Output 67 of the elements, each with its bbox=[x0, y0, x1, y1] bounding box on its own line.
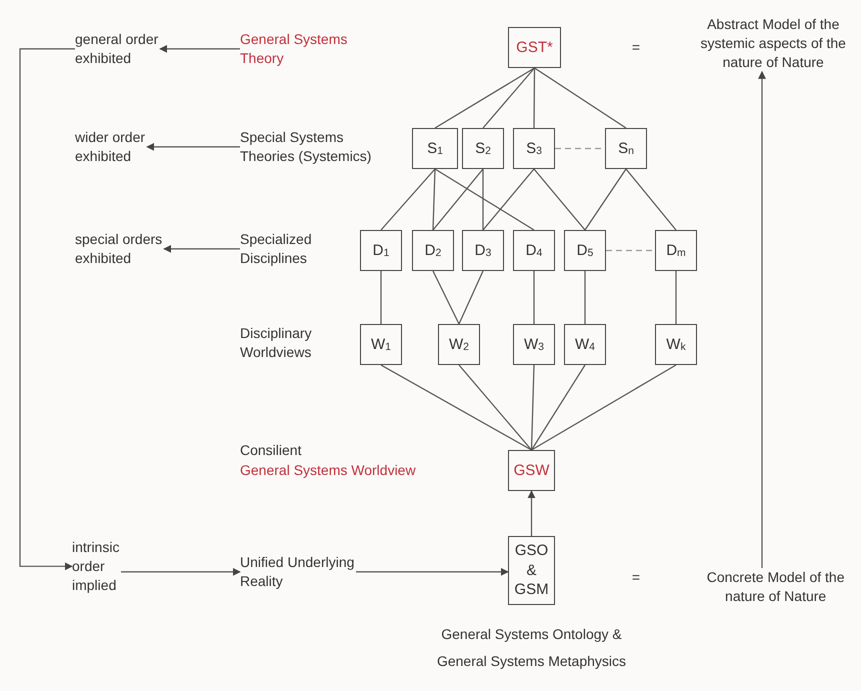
node-box: D$_{3}$ bbox=[462, 230, 504, 271]
arrow bbox=[19, 48, 75, 570]
connector-line bbox=[458, 364, 532, 450]
connector-line bbox=[432, 168, 436, 230]
arrow bbox=[356, 568, 509, 576]
connector-line bbox=[531, 364, 586, 450]
row-label: Disciplinary Worldviews bbox=[240, 324, 313, 362]
node-text: intrinsic order implied bbox=[72, 538, 120, 595]
node-box: W$_{1}$ bbox=[360, 324, 402, 365]
arrow bbox=[163, 244, 240, 253]
node-box: W$_{3}$ bbox=[513, 324, 555, 365]
connector-line bbox=[434, 168, 534, 231]
connector-line bbox=[458, 270, 484, 324]
node-text: Abstract Model of the systemic aspects of the nature of Nature bbox=[700, 15, 847, 72]
connector-line bbox=[534, 68, 626, 128]
node-box: D$_{1}$ bbox=[360, 230, 402, 271]
equals-sign: = bbox=[630, 568, 642, 587]
connector-line bbox=[432, 270, 460, 324]
node-text: General Systems Theory bbox=[240, 30, 348, 68]
node-box: GSO & GSM bbox=[508, 536, 555, 605]
connector-line bbox=[380, 271, 382, 324]
arrow bbox=[121, 568, 241, 576]
connector-line bbox=[533, 68, 536, 128]
connector-line bbox=[534, 168, 586, 230]
connector-line bbox=[380, 364, 532, 451]
connector-line bbox=[482, 169, 484, 230]
connector-line bbox=[584, 168, 626, 230]
node-box: S$_{2}$ bbox=[462, 128, 504, 169]
node-box: S$_{3}$ bbox=[513, 128, 555, 169]
connector-line bbox=[584, 271, 586, 324]
node-text: Specialized Disciplines bbox=[240, 230, 313, 268]
node-text: wider order exhibited bbox=[75, 128, 146, 166]
connector-line bbox=[530, 364, 535, 450]
row-label: General Systems Worldview bbox=[240, 461, 417, 480]
node-box: S$_{n}$ bbox=[605, 128, 647, 169]
node-box: W$_{k}$ bbox=[655, 324, 697, 365]
connector-line bbox=[432, 168, 484, 230]
arrow bbox=[146, 142, 240, 151]
node-box: D$_{4}$ bbox=[513, 230, 555, 271]
node-text: Special Systems Theories (Systemics) bbox=[240, 128, 372, 166]
node-box: W$_{2}$ bbox=[438, 324, 480, 365]
node-text: Unified Underlying Reality bbox=[240, 553, 356, 591]
box-caption: General Systems Ontology & General Systems Metaphysics bbox=[436, 625, 628, 671]
node-box: D$_{5}$ bbox=[564, 230, 606, 271]
node-box: GSW bbox=[508, 450, 555, 491]
equals-sign: = bbox=[630, 38, 642, 57]
connector-line bbox=[434, 67, 535, 129]
connector-line bbox=[675, 271, 677, 324]
connector-line bbox=[531, 364, 676, 451]
connector-line bbox=[533, 271, 535, 324]
node-box: D$_{2}$ bbox=[412, 230, 454, 271]
arrow bbox=[528, 490, 536, 536]
node-box: D$_{m}$ bbox=[655, 230, 697, 271]
node-box: GST* bbox=[508, 27, 561, 68]
connector-line bbox=[626, 168, 676, 230]
node-text: Concrete Model of the nature of Nature bbox=[706, 568, 846, 606]
connector-line bbox=[482, 168, 534, 230]
row-label: Consilient bbox=[240, 441, 302, 460]
node-box: S$_{1}$ bbox=[412, 128, 458, 169]
dashed-line bbox=[606, 250, 655, 252]
connector-line bbox=[482, 68, 535, 128]
node-text: special orders exhibited bbox=[75, 230, 164, 268]
node-text: general order exhibited bbox=[75, 30, 160, 68]
arrow bbox=[159, 44, 240, 53]
connector-line bbox=[380, 168, 436, 230]
node-box: W$_{4}$ bbox=[564, 324, 606, 365]
arrow bbox=[758, 70, 766, 568]
